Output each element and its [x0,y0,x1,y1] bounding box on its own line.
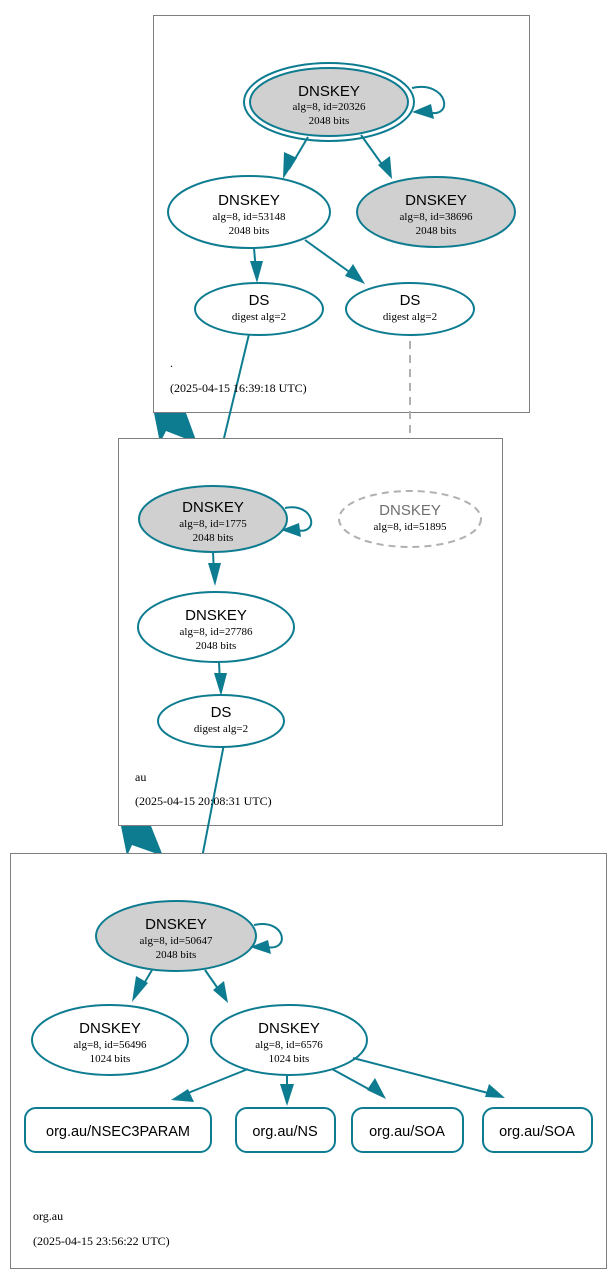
zone-label-root: . [170,356,173,370]
node-root-dnskey-53148-title: DNSKEY [218,192,280,209]
arrowhead-orgau-dnskey-50647-self-loop [250,940,271,954]
zone-timestamp-root: (2025-04-15 16:39:18 UTC) [170,381,307,395]
node-au-dnskey-1775-title: DNSKEY [182,499,244,516]
node-root-dnskey-38696-size: 2048 bits [416,225,457,237]
node-orgau-dnskey-6576[interactable] [210,1004,368,1076]
trust-flow-arrow-au-to-orgau [121,826,163,856]
node-orgau-dnskey-50647-title: DNSKEY [145,916,207,933]
node-root-ds-left-title: DS [249,292,270,309]
node-root-ds-left-params: digest alg=2 [232,311,286,323]
node-root-dnskey-20326-params: alg=8, id=20326 [293,101,366,113]
node-au-dnskey-1775-params: alg=8, id=1775 [179,518,247,530]
trust-flow-arrow-root-to-au [154,413,197,443]
node-au-dnskey-51895-title: DNSKEY [379,502,441,519]
node-au-dnskey-27786-size: 2048 bits [196,640,237,652]
record-label-ns: org.au/NS [252,1124,317,1140]
node-orgau-dnskey-6576-params: alg=8, id=6576 [255,1039,323,1051]
node-orgau-dnskey-56496[interactable] [31,1004,189,1076]
node-root-ds-right-title: DS [400,292,421,309]
arrowhead-orgau-6576-to-soa-1 [367,1078,386,1099]
node-orgau-dnskey-6576-title: DNSKEY [258,1020,320,1037]
record-box-nsec3param[interactable] [24,1107,212,1153]
node-root-dnskey-20326[interactable] [249,67,409,137]
edge-root-dnskey-20326-self-loop [411,85,446,115]
node-au-ds-params: digest alg=2 [194,723,248,735]
node-root-dnskey-38696-title: DNSKEY [405,192,467,209]
zone-timestamp-orgau: (2025-04-15 23:56:22 UTC) [33,1234,170,1248]
arrowhead-root-dnskey-20326-self-loop [412,104,434,119]
edge-root-53148-to-ds-right [304,239,356,277]
edge-orgau-dnskey-50647-self-loop [253,923,283,949]
node-orgau-dnskey-50647[interactable] [95,900,257,972]
record-label-soa-1: org.au/SOA [369,1124,445,1140]
node-orgau-dnskey-50647-params: alg=8, id=50647 [140,935,213,947]
arrowhead-au-dnskey-1775-self-loop [281,523,301,537]
node-au-dnskey-27786[interactable] [137,591,295,663]
node-root-dnskey-53148-size: 2048 bits [229,225,270,237]
node-root-dnskey-53148[interactable] [167,175,331,249]
record-label-nsec3param: org.au/NSEC3PARAM [46,1124,190,1140]
node-au-ds-title: DS [211,704,232,721]
node-root-ds-right-params: digest alg=2 [383,311,437,323]
arrowhead-root-20326-to-38696 [378,156,392,179]
node-au-dnskey-51895-params: alg=8, id=51895 [374,521,447,533]
node-au-dnskey-51895[interactable] [338,490,482,548]
record-label-soa-2: org.au/SOA [499,1124,575,1140]
node-root-dnskey-20326-size: 2048 bits [309,115,350,127]
node-orgau-dnskey-56496-title: DNSKEY [79,1020,141,1037]
node-orgau-dnskey-56496-params: alg=8, id=56496 [74,1039,147,1051]
node-root-dnskey-20326-title: DNSKEY [298,83,360,100]
node-au-dnskey-27786-title: DNSKEY [185,607,247,624]
node-orgau-dnskey-6576-size: 1024 bits [269,1053,310,1065]
node-orgau-dnskey-56496-size: 1024 bits [90,1053,131,1065]
edge-orgau-6576-to-soa-1 [331,1068,375,1093]
node-au-ds[interactable] [157,694,285,748]
edge-au-dnskey-1775-self-loop [284,506,313,532]
record-box-soa-1[interactable] [351,1107,464,1153]
edge-orgau-6576-to-nsec3param [182,1068,249,1096]
node-root-dnskey-53148-params: alg=8, id=53148 [213,211,286,223]
arrowhead-root-53148-to-ds-left [250,261,263,283]
node-orgau-dnskey-50647-size: 2048 bits [156,949,197,961]
arrowhead-au-1775-to-27786 [208,563,221,586]
zone-label-au: au [135,770,146,784]
node-au-dnskey-1775-size: 2048 bits [193,532,234,544]
node-root-dnskey-38696[interactable] [356,176,516,248]
arrowhead-orgau-50647-to-56496 [132,976,148,1002]
node-root-ds-right[interactable] [345,282,475,336]
record-box-ns[interactable] [235,1107,336,1153]
arrowhead-orgau-50647-to-6576 [213,981,228,1003]
arrowhead-root-20326-to-53148 [283,152,297,179]
record-box-soa-2[interactable] [482,1107,593,1153]
node-root-dnskey-20326-outer [243,62,415,142]
arrowhead-orgau-6576-to-soa-2 [485,1084,505,1098]
zone-timestamp-au: (2025-04-15 20:08:31 UTC) [135,794,272,808]
node-au-dnskey-27786-params: alg=8, id=27786 [180,626,253,638]
arrowhead-au-27786-to-ds [214,673,227,696]
node-root-dnskey-38696-params: alg=8, id=38696 [400,211,473,223]
edge-orgau-6576-to-soa-2 [352,1057,493,1095]
arrowhead-orgau-6576-to-ns [280,1084,294,1106]
zone-label-orgau: org.au [33,1209,63,1223]
arrowhead-orgau-6576-to-nsec3param [171,1089,194,1102]
arrowhead-root-53148-to-ds-right [345,264,365,284]
node-root-ds-left[interactable] [194,282,324,336]
